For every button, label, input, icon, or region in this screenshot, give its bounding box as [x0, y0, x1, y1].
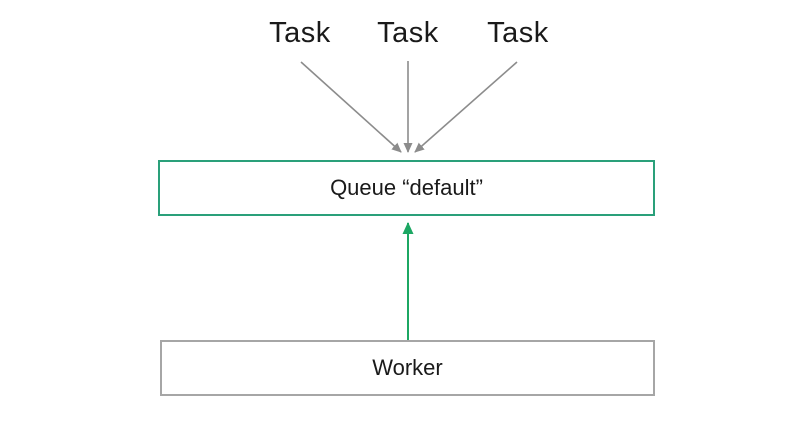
task1-to-queue-arrow: [300, 61, 402, 153]
task-node-1: Task: [269, 17, 331, 49]
task-node-2: Task: [377, 17, 439, 49]
task-node-3: Task: [487, 17, 549, 49]
worker-node: Worker: [160, 340, 655, 396]
queue-node: Queue “default”: [158, 160, 655, 216]
queue-node-label: Queue “default”: [330, 175, 483, 200]
task3-to-queue-arrow: [414, 61, 518, 153]
worker-node-label: Worker: [372, 355, 443, 380]
